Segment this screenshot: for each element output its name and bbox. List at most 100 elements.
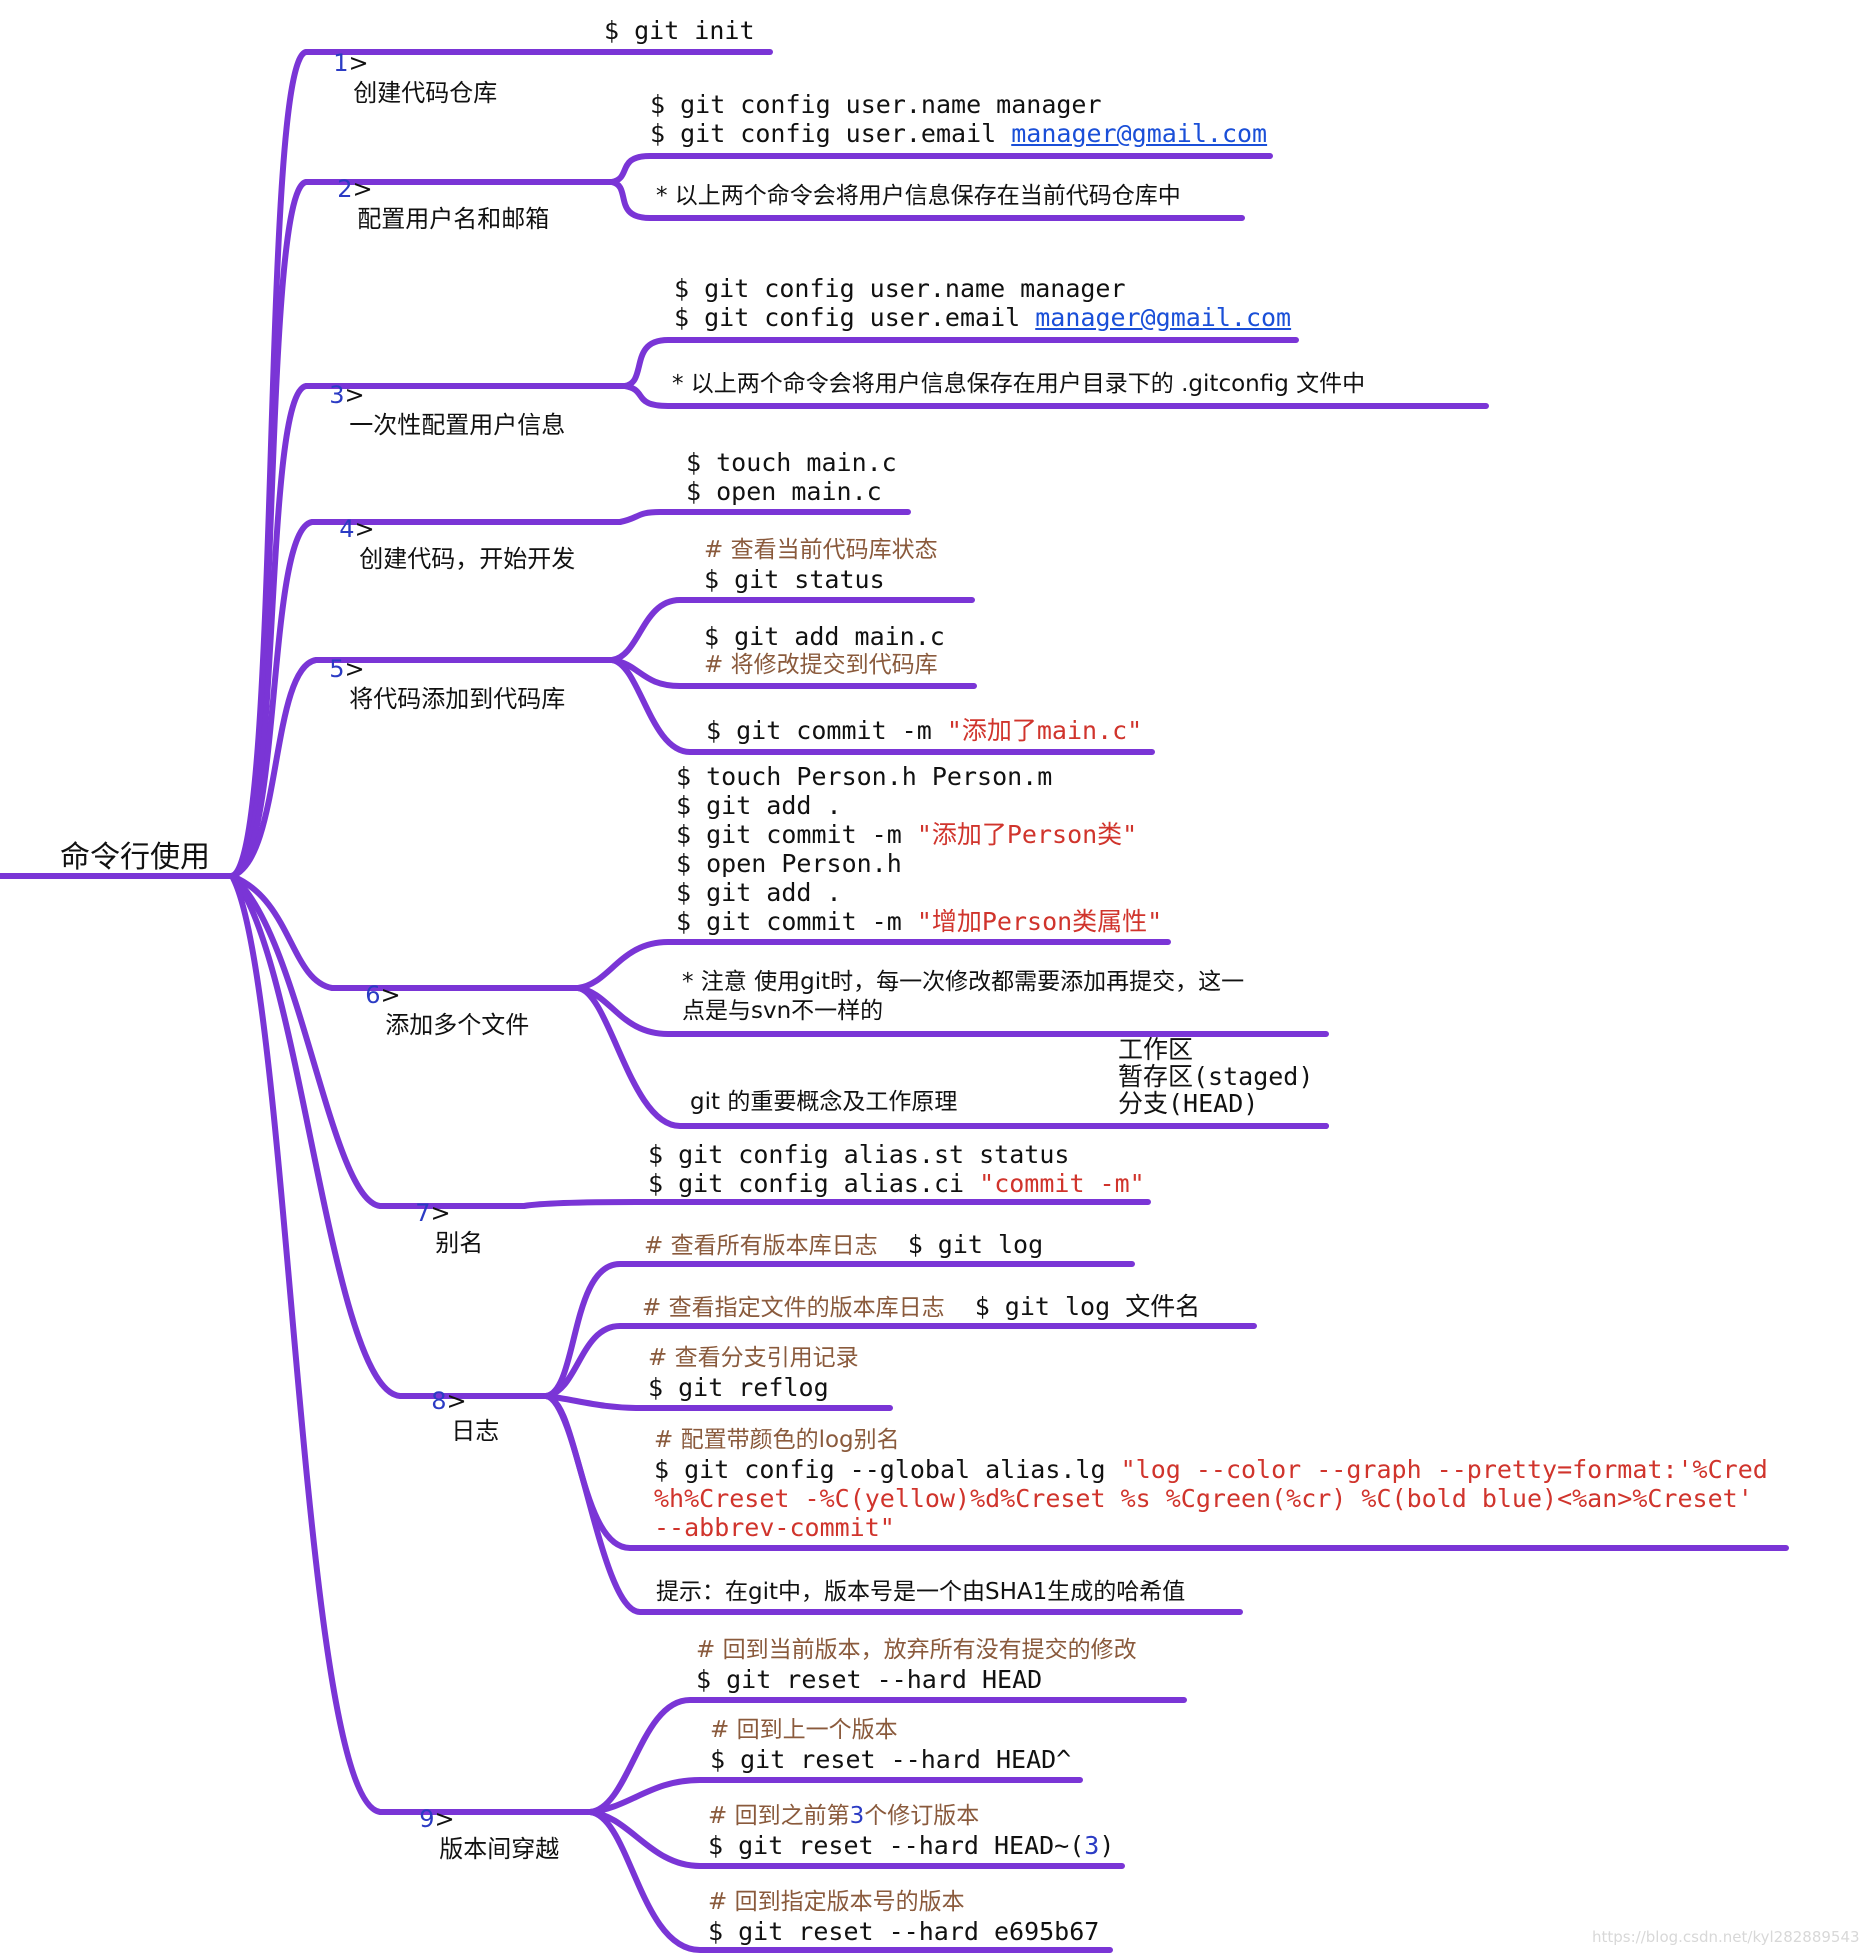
branch-marker: > [446,1387,467,1415]
comment-reset-head: # 回到当前版本，放弃所有没有提交的修改 [696,1637,1137,1663]
branch-number: 7 [415,1199,431,1227]
command-number: 3 [1084,1831,1100,1860]
leaf-line-2a [609,153,1273,185]
command-text: $ git commit -m [706,716,947,745]
command-reset-third: $ git reset --hard HEAD~(3) [708,1831,1114,1860]
branch-marker: > [344,655,365,683]
leaf-line-3a [622,337,1299,389]
command-text: $ git config user.email [674,303,1036,332]
command-git-add-1: $ git add . [676,791,842,820]
command-alias-st: $ git config alias.st status [648,1140,1070,1169]
command-git-add-2: $ git add . [676,878,842,907]
connector-7 [229,873,527,1209]
branch-label: 版本间穿越 [439,1835,560,1863]
note-svn-line2: 点是与svn不一样的 [682,998,884,1024]
comment-log-file: # 查看指定文件的版本库日志 [642,1295,945,1321]
command-text: $ git config user.email [650,119,1012,148]
branch-9: 9> 版本间穿越 [404,1774,559,1864]
leaf-line-9d [587,1809,1113,1953]
comment-reset-prev: # 回到上一个版本 [710,1717,898,1743]
leaf-line-5c [609,657,1155,755]
command-reset-prev: $ git reset --hard HEAD^ [710,1745,1072,1774]
command-touch-main: $ touch main.c [686,448,897,477]
command-log-alias-line1: $ git config --global alias.lg "log --co… [654,1455,1768,1484]
command-log-alias-line2: %h%Creset -%C(yellow)%d%Creset %s %Cgree… [654,1484,1753,1513]
command-text: $ git commit -m [676,907,917,936]
branch-label: 配置用户名和邮箱 [357,205,550,233]
branch-number: 3 [329,381,345,409]
concept-label: git 的重要概念及工作原理 [690,1089,958,1115]
comment-commit: # 将修改提交到代码库 [704,652,938,678]
command-text: $ git config alias.ci [648,1169,980,1198]
email-link[interactable]: manager@gmail.com [1035,303,1292,332]
command-open-main: $ open main.c [686,477,882,506]
command-git-init: $ git init [604,16,755,45]
command-git-log-file: $ git log 文件名 [974,1292,1201,1321]
comment-log-all: # 查看所有版本库日志 [644,1233,878,1259]
command-text: ) [1099,1831,1115,1860]
commit-message: "添加了main.c" [946,716,1143,745]
branch-number: 4 [339,515,355,543]
command-git-status: $ git status [704,565,885,594]
command-config-email: $ git config user.email manager@gmail.co… [650,119,1267,148]
branch-label: 创建代码仓库 [353,79,498,107]
branch-marker: > [354,515,375,543]
commit-message: "增加Person类属性" [916,907,1163,936]
connector-4 [229,519,623,879]
branch-7: 7> 别名 [400,1168,483,1258]
branch-number: 9 [419,1805,435,1833]
leaf-line-3b [622,383,1489,409]
note-gitconfig: * 以上两个命令会将用户信息保存在用户目录下的 .gitconfig 文件中 [672,371,1366,397]
leaf-line-8e [543,1393,1243,1615]
branch-number: 8 [431,1387,447,1415]
command-git-add-main: $ git add main.c [704,622,945,651]
branch-8: 8> 日志 [416,1356,499,1446]
branch-marker: > [352,175,373,203]
email-link[interactable]: manager@gmail.com [1011,119,1268,148]
watermark: https://blog.csdn.net/kyl282889543 [1592,1928,1860,1946]
root-node: 命令行使用 [60,840,210,875]
connector-6 [229,873,581,991]
leaf-line-9b [587,1777,1083,1815]
connector-8 [229,873,549,1399]
leaf-line-6a [575,939,1171,991]
command-reset-hash: $ git reset --hard e695b67 [708,1917,1100,1946]
branch-number: 5 [329,655,345,683]
branch-6: 6> 添加多个文件 [350,950,529,1040]
alias-value: "commit -m" [979,1169,1145,1198]
connector-9 [229,873,593,1815]
leaf-line-9a [587,1697,1187,1815]
branch-label: 添加多个文件 [385,1011,530,1039]
command-config-name-global: $ git config user.name manager [674,274,1126,303]
alias-format-1: "log --color --graph --pretty=format:'%C… [1120,1455,1768,1484]
command-config-name: $ git config user.name manager [650,90,1102,119]
branch-label: 一次性配置用户信息 [349,411,566,439]
command-open-person: $ open Person.h [676,849,902,878]
branch-5: 5> 将代码添加到代码库 [314,624,565,714]
branch-marker: > [430,1199,451,1227]
branch-number: 6 [365,981,381,1009]
comment-reset-hash: # 回到指定版本号的版本 [708,1889,965,1915]
branch-marker: > [348,49,369,77]
branch-3: 3> 一次性配置用户信息 [314,350,565,440]
leaf-line-9c [587,1809,1125,1869]
commit-message: "添加了Person类" [916,820,1138,849]
concept-head: 分支(HEAD) [1118,1089,1259,1118]
command-alias-ci: $ git config alias.ci "commit -m" [648,1169,1145,1198]
branch-marker: > [434,1805,455,1833]
command-text: $ git config --global alias.lg [654,1455,1121,1484]
leaf-line-5a [609,597,975,663]
leaf-line-8c [543,1393,893,1411]
comment-log-alias: # 配置带颜色的log别名 [654,1427,900,1453]
note-local-config: * 以上两个命令会将用户信息保存在当前代码仓库中 [656,183,1181,209]
leaf-line-8b [543,1323,1257,1399]
leaf-line-6c [575,985,1329,1129]
command-reset-head: $ git reset --hard HEAD [696,1665,1043,1694]
branch-label: 日志 [451,1417,500,1445]
comment-number: 3 [849,1803,865,1829]
comment-status: # 查看当前代码库状态 [704,537,938,563]
log-file-row: # 查看指定文件的版本库日志 $ git log 文件名 [642,1292,1200,1323]
leaf-line-8a [543,1261,1135,1399]
command-git-reflog: $ git reflog [648,1373,829,1402]
